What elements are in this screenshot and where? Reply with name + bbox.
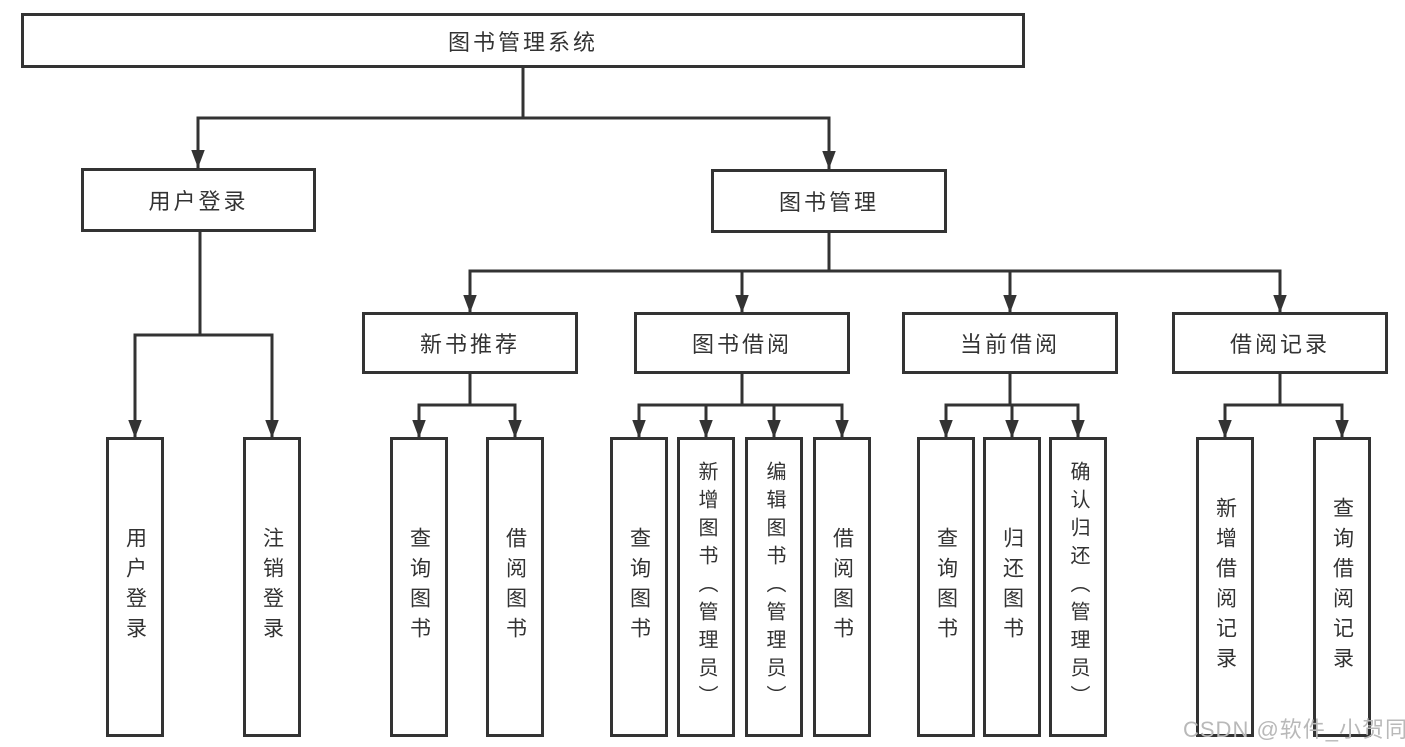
- node-current-borrowing: 当前借阅: [902, 312, 1118, 374]
- node-book-management-label: 图书管理: [778, 190, 879, 215]
- leaf-edit-books-admin-label: 编辑图书（管理员）: [763, 461, 785, 713]
- leaf-confirm-return-admin: 确认归还（管理员）: [1049, 437, 1107, 737]
- leaf-logout: 注销登录: [243, 437, 301, 737]
- node-borrowing-records-label: 借阅记录: [1229, 332, 1330, 357]
- leaf-query-books-2-label: 查询图书: [627, 527, 651, 647]
- leaf-confirm-return-admin-label: 确认归还（管理员）: [1067, 461, 1089, 713]
- leaf-query-borrow-record-label: 查询借阅记录: [1330, 497, 1354, 677]
- leaf-borrow-books-1: 借阅图书: [486, 437, 544, 737]
- leaf-user-login-label: 用户登录: [123, 527, 147, 647]
- leaf-query-books-3-label: 查询图书: [934, 527, 958, 647]
- leaf-user-login: 用户登录: [106, 437, 164, 737]
- leaf-return-books: 归还图书: [983, 437, 1041, 737]
- node-root-system: 图书管理系统: [21, 13, 1025, 68]
- leaf-add-borrow-record: 新增借阅记录: [1196, 437, 1254, 737]
- leaf-add-books-admin-label: 新增图书（管理员）: [695, 461, 717, 713]
- leaf-query-books-1-label: 查询图书: [407, 527, 431, 647]
- node-book-management: 图书管理: [711, 169, 947, 233]
- leaf-add-borrow-record-label: 新增借阅记录: [1213, 497, 1237, 677]
- node-user-login: 用户登录: [81, 168, 316, 232]
- node-book-borrowing: 图书借阅: [634, 312, 850, 374]
- leaf-query-borrow-record: 查询借阅记录: [1313, 437, 1371, 737]
- leaf-add-books-admin: 新增图书（管理员）: [677, 437, 735, 737]
- node-root-label: 图书管理系统: [447, 29, 598, 55]
- node-new-book-recommendation: 新书推荐: [362, 312, 578, 374]
- node-current-borrowing-label: 当前借阅: [959, 332, 1060, 357]
- leaf-logout-label: 注销登录: [260, 527, 284, 647]
- leaf-borrow-books-1-label: 借阅图书: [503, 527, 527, 647]
- leaf-query-books-2: 查询图书: [610, 437, 668, 737]
- leaf-borrow-books-2-label: 借阅图书: [830, 527, 854, 647]
- node-user-login-label: 用户登录: [148, 189, 249, 214]
- leaf-borrow-books-2: 借阅图书: [813, 437, 871, 737]
- node-borrowing-records: 借阅记录: [1172, 312, 1388, 374]
- leaf-query-books-3: 查询图书: [917, 437, 975, 737]
- node-new-book-recommendation-label: 新书推荐: [419, 332, 520, 357]
- leaf-edit-books-admin: 编辑图书（管理员）: [745, 437, 803, 737]
- node-book-borrowing-label: 图书借阅: [691, 332, 792, 357]
- leaf-return-books-label: 归还图书: [1000, 527, 1024, 647]
- leaf-query-books-1: 查询图书: [390, 437, 448, 737]
- csdn-watermark: CSDN @软件_小贺同学: [1183, 717, 1405, 742]
